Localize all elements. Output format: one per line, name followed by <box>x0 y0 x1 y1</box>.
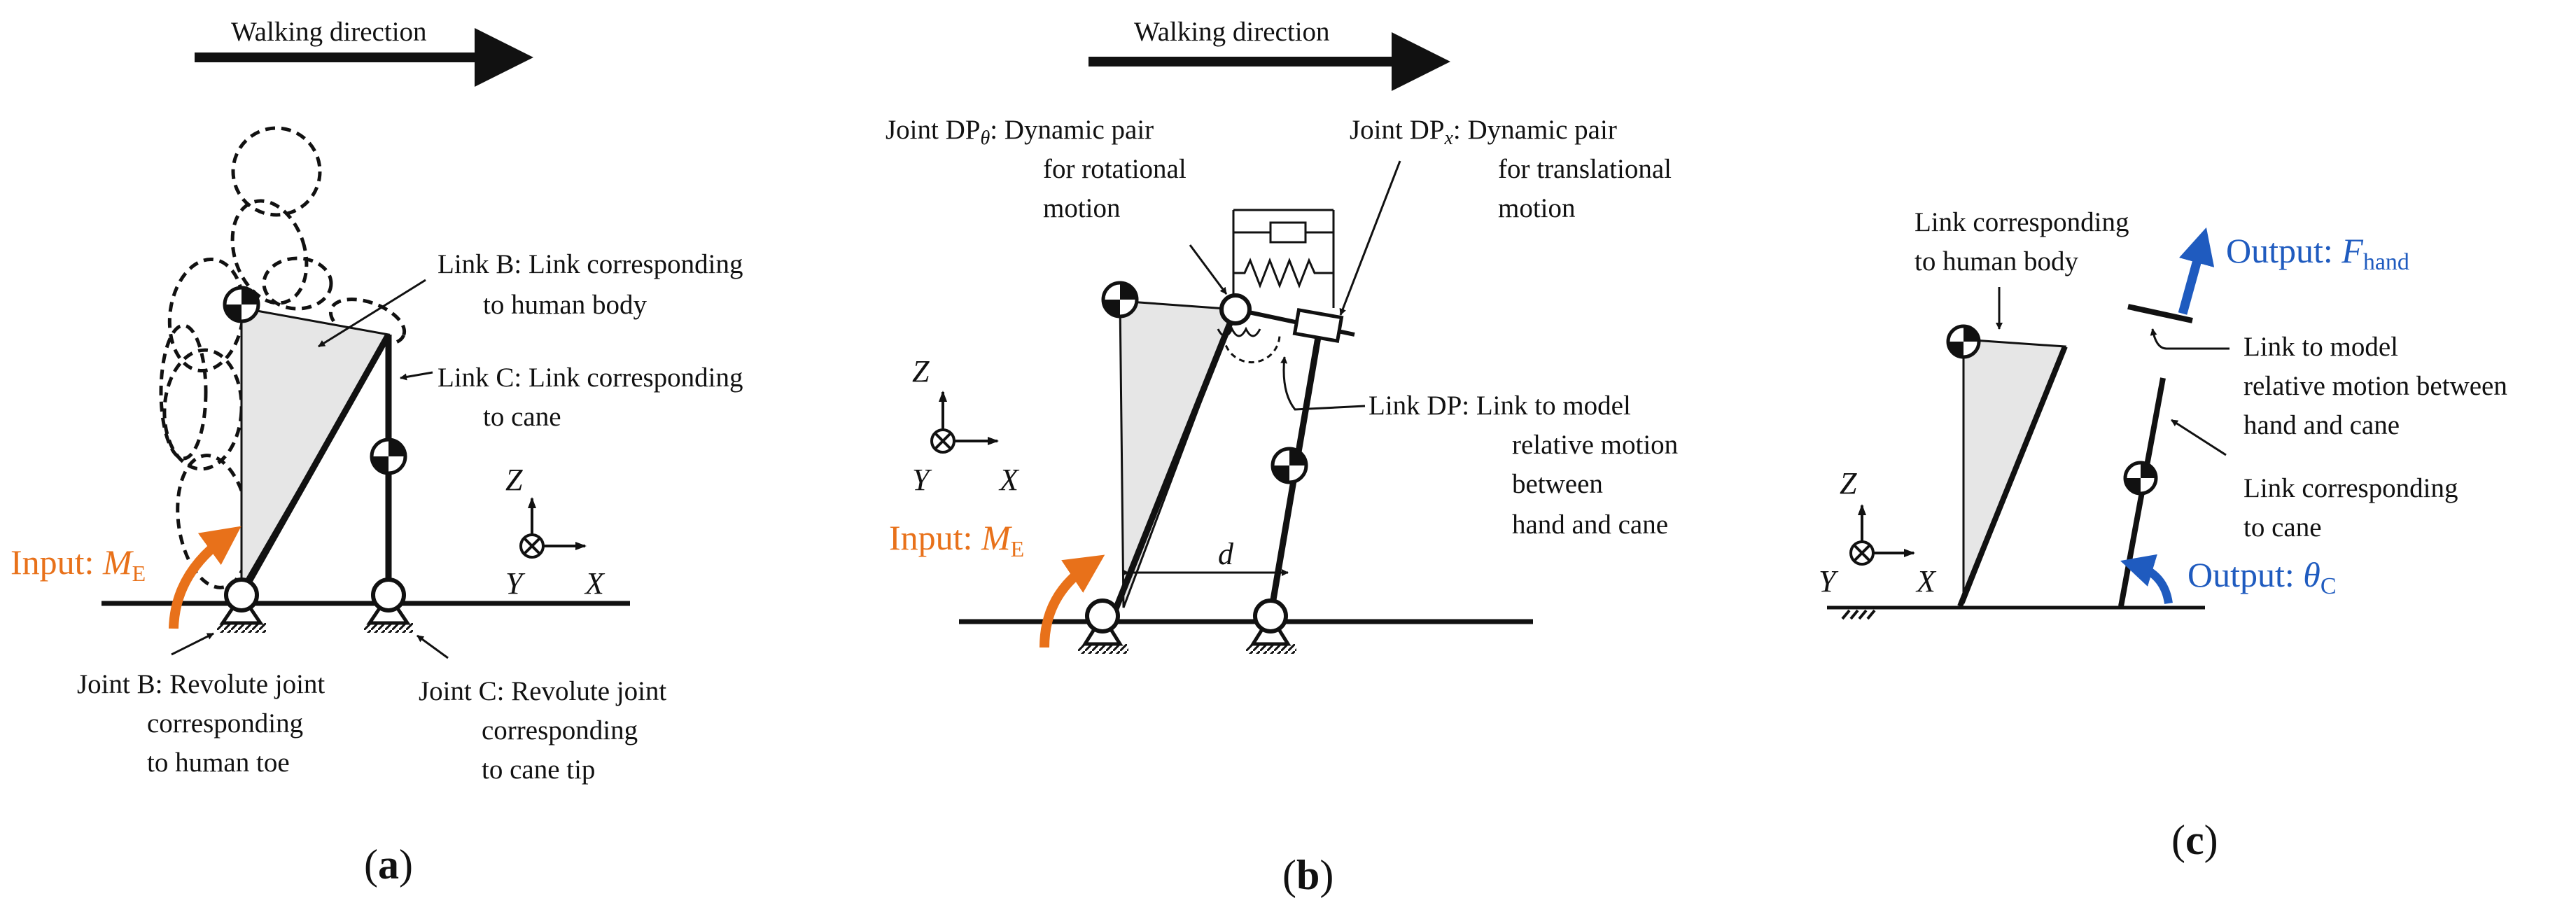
com-marker-cane-b <box>1270 447 1308 484</box>
leader-link-dp <box>1280 356 1366 411</box>
link-b-edge <box>239 332 391 597</box>
joint-c-label-l3: to cane tip <box>482 755 595 785</box>
axis-z-a: Z <box>505 463 523 497</box>
output-angle-label: Output: θC <box>2188 555 2337 599</box>
joint-dpx-label-l3: motion <box>1498 193 1576 223</box>
joint-b-label-l2: corresponding <box>147 708 303 738</box>
link-c-label-l1: Link C: Link corresponding <box>438 363 743 393</box>
joint-b-label-l1: Joint B: Revolute joint <box>77 669 325 699</box>
axis-z-c: Z <box>1840 466 1857 500</box>
joint-dpx-label-l2: for translational <box>1498 154 1672 184</box>
link-body-label-c-l2: to human body <box>1914 246 2078 276</box>
joint-dpx-label-l1: Joint DPx: Dynamic pair <box>1350 115 1617 149</box>
leader-joint-c <box>416 634 449 659</box>
link-hand-c <box>2127 304 2193 323</box>
axis-y-b: Y <box>912 463 932 497</box>
panel-b: Walking direction <box>886 17 1678 898</box>
axis-z-b: Z <box>912 354 930 388</box>
link-hand-label-l2: relative motion between <box>2244 371 2507 401</box>
link-b-body <box>240 307 391 592</box>
com-marker-body-b <box>1101 281 1139 318</box>
link-b-label-l1: Link B: Link corresponding <box>438 249 743 279</box>
leader-link-cane-c <box>2171 419 2227 456</box>
caption-c: (c) <box>2171 817 2218 863</box>
joint-dptheta-label-l2: for rotational <box>1043 154 1186 184</box>
output-force-arrow <box>2178 227 2215 315</box>
slider-dpx <box>1292 307 1344 344</box>
output-angle-arrow <box>2120 554 2173 605</box>
leader-dptheta <box>1189 244 1228 295</box>
panel-a: Walking direction <box>10 17 743 888</box>
walking-direction-label-a: Walking direction <box>231 17 427 47</box>
link-hand-label-l1: Link to model <box>2244 332 2398 362</box>
axis-y-a: Y <box>505 566 526 601</box>
caption-a: (a) <box>364 841 413 888</box>
com-marker-cane-c <box>2123 461 2158 496</box>
joint-body-b <box>1078 598 1128 654</box>
axis-triad-c: Z Y X <box>1819 466 1937 598</box>
input-moment-arrow-b <box>1040 554 1105 648</box>
link-b-label-l2: to human body <box>483 290 647 320</box>
leader-link-c <box>400 371 433 381</box>
input-label-b: Input: ME <box>889 518 1024 561</box>
joint-b <box>217 578 266 633</box>
panel-c: Output: Fhand Output: θC Link correspond… <box>1819 207 2507 863</box>
joint-c-label-l2: corresponding <box>482 715 638 746</box>
caption-b: (b) <box>1282 852 1334 898</box>
com-marker-c <box>370 438 407 475</box>
leader-joint-b <box>171 632 214 656</box>
distance-label-d: d <box>1218 537 1234 571</box>
link-cane-label-c-l2: to cane <box>2244 512 2322 542</box>
axis-y-c: Y <box>1819 564 1839 598</box>
walking-direction-label-b: Walking direction <box>1134 17 1330 47</box>
link-dp-label-l3: between <box>1512 469 1603 499</box>
joint-dptheta-label-l1: Joint DPθ: Dynamic pair <box>886 115 1154 149</box>
leader-link-hand-c <box>2150 328 2230 350</box>
leader-dpx <box>1339 160 1401 316</box>
rotational-spring-dptheta <box>1217 326 1261 337</box>
com-marker-body-c <box>1946 324 1981 359</box>
joint-dptheta <box>1219 293 1252 326</box>
joint-dptheta-label-l3: motion <box>1043 193 1121 223</box>
com-marker-b <box>223 286 260 323</box>
link-dp-label-l1: Link DP: Link to model <box>1368 391 1631 421</box>
leader-link-b <box>318 279 426 348</box>
input-moment-arrow-a <box>169 526 241 629</box>
joint-cane-b <box>1246 598 1296 654</box>
axis-triad-b: Z Y X <box>912 354 1020 497</box>
joint-c-label-l1: Joint C: Revolute joint <box>419 676 666 706</box>
link-c-label-l2: to cane <box>483 402 561 432</box>
link-dp-label-l2: relative motion <box>1512 430 1678 460</box>
link-dp-label-l4: hand and cane <box>1512 510 1668 540</box>
ground-hatch-c <box>1841 609 1876 620</box>
link-body-edge-c <box>1957 345 2068 608</box>
axis-x-a: X <box>584 566 606 601</box>
link-hand-label-l3: hand and cane <box>2244 410 2400 440</box>
joint-c <box>364 578 413 633</box>
axis-x-c: X <box>1915 564 1937 598</box>
axis-x-b: X <box>998 463 1020 497</box>
link-cane-label-c-l1: Link corresponding <box>2244 473 2458 503</box>
input-label-a: Input: ME <box>10 542 146 586</box>
spring-damper-dpx <box>1232 209 1335 308</box>
joint-b-label-l3: to human toe <box>147 748 290 778</box>
output-force-label: Output: Fhand <box>2226 231 2409 275</box>
axis-triad-a: Z Y X <box>505 463 606 601</box>
link-body-edge-b <box>1110 308 1239 617</box>
link-body-label-c-l1: Link corresponding <box>1914 207 2129 237</box>
rotational-damper-dptheta <box>1222 332 1281 363</box>
